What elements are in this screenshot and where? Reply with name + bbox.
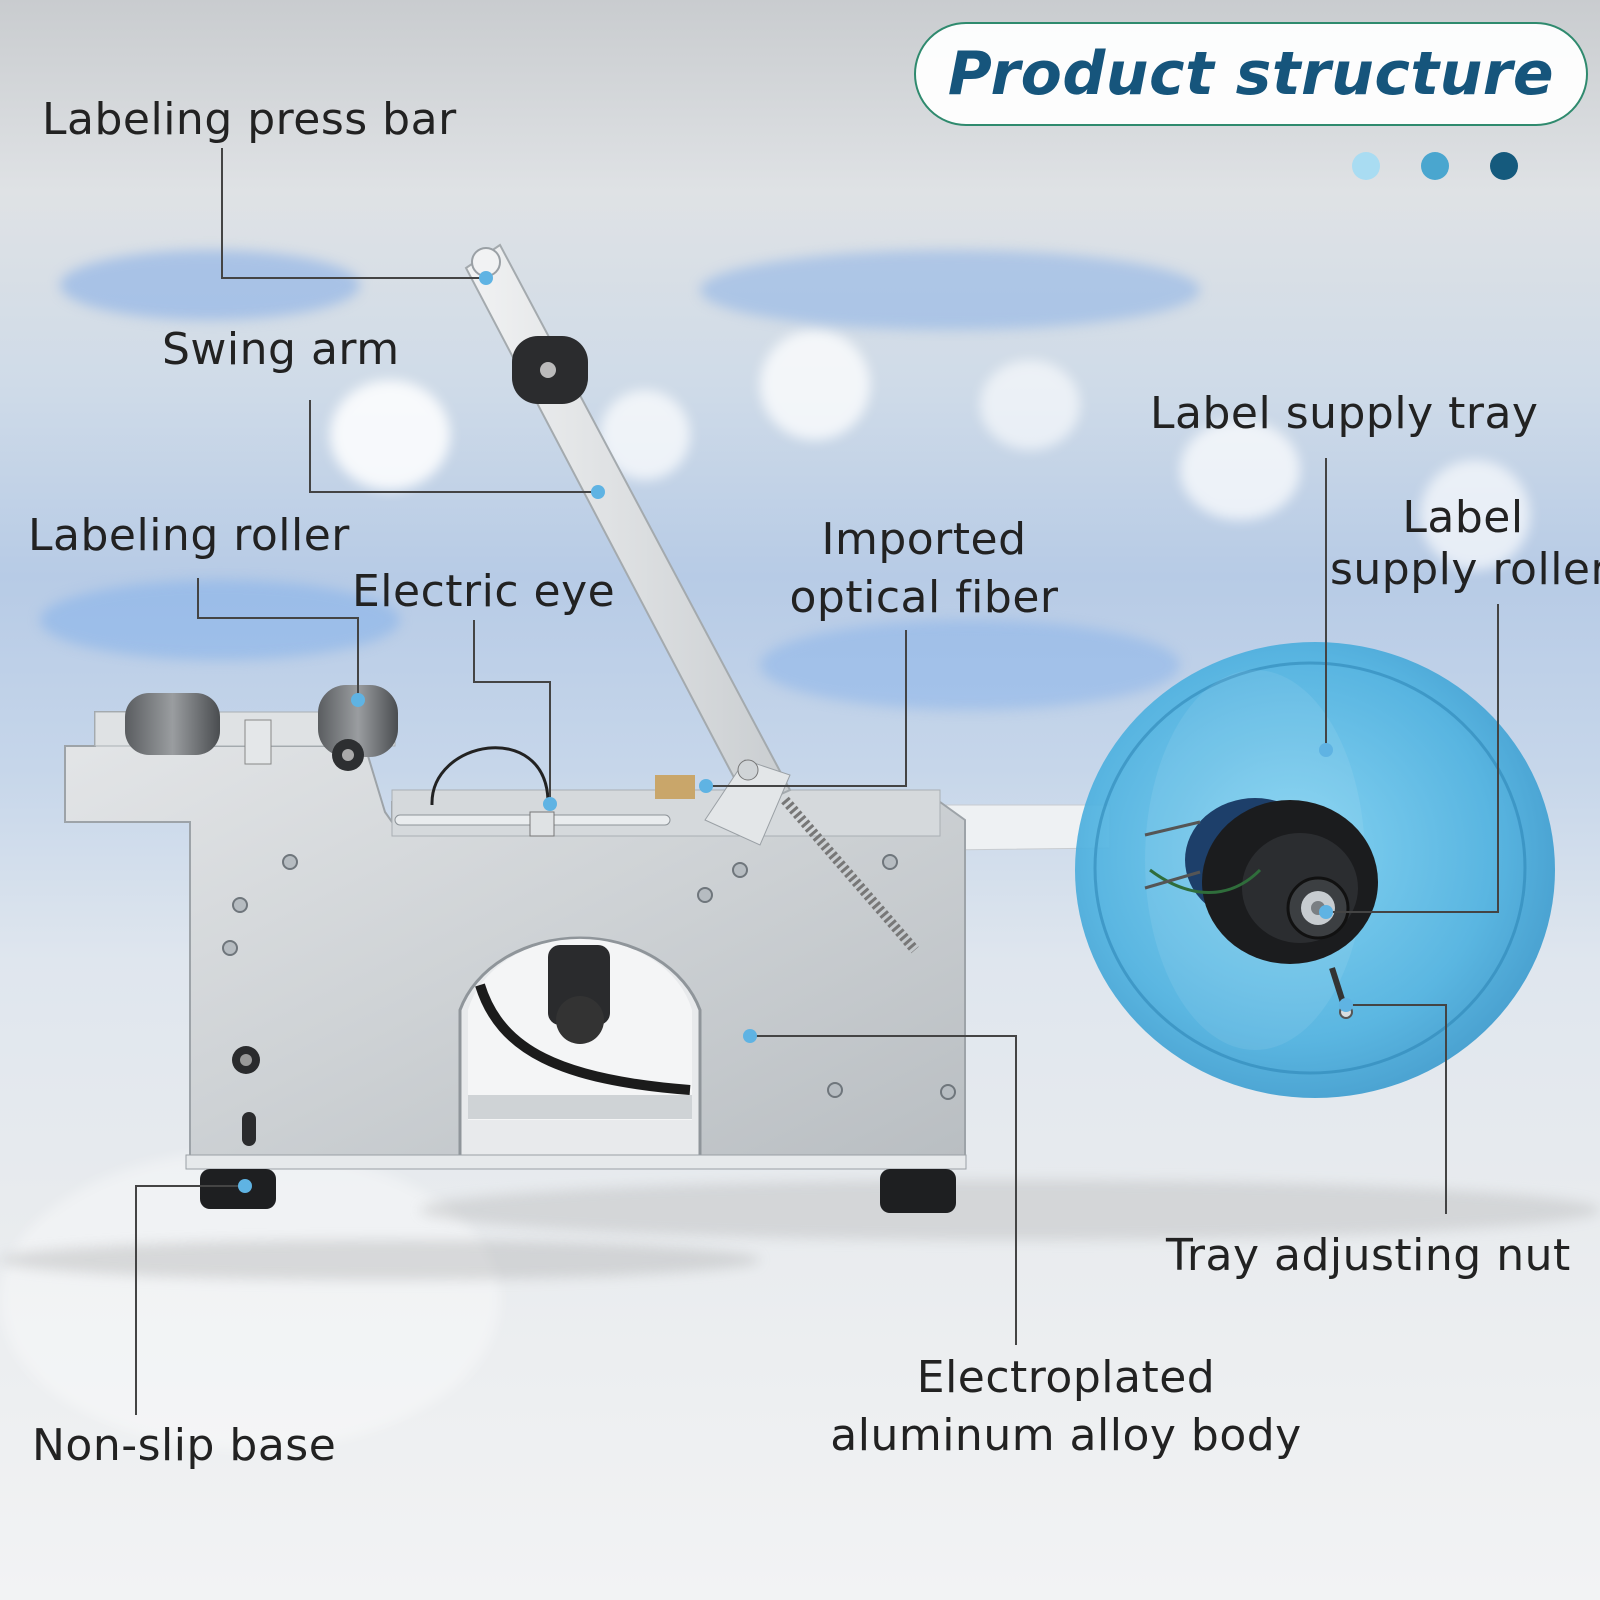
callout-line-electric-eye bbox=[473, 620, 551, 804]
callout-dot-supply-roller bbox=[1319, 905, 1333, 919]
bokeh-light bbox=[330, 380, 450, 490]
label-line: Imported bbox=[821, 514, 1027, 565]
label-label-supply-tray: Label supply tray bbox=[1150, 388, 1539, 439]
callout-dot-body bbox=[743, 1029, 757, 1043]
callout-line-body bbox=[750, 1035, 1017, 1345]
bokeh-blue bbox=[700, 250, 1200, 330]
callout-dot-adjusting-nut bbox=[1339, 998, 1353, 1012]
label-labeling-press-bar: Labeling press bar bbox=[42, 94, 457, 145]
callout-line-adjusting-nut bbox=[1346, 1004, 1447, 1214]
callout-dot-base bbox=[238, 1179, 252, 1193]
labeling-roller bbox=[318, 685, 398, 771]
callout-line-swing-arm bbox=[309, 400, 598, 493]
callout-dot-swing-arm bbox=[591, 485, 605, 499]
title-banner: Product structure bbox=[914, 22, 1588, 126]
label-line: aluminum alloy body bbox=[830, 1410, 1302, 1461]
label-line: Label bbox=[1402, 492, 1524, 543]
optical-fiber-wire bbox=[1149, 868, 1262, 894]
callout-line-labeling-roller bbox=[197, 578, 359, 700]
callout-dot-optical-fiber bbox=[699, 779, 713, 793]
label-tray-adjusting-nut: Tray adjusting nut bbox=[1166, 1230, 1571, 1281]
callout-line-base bbox=[135, 1185, 245, 1415]
callout-dot-electric-eye bbox=[543, 797, 557, 811]
label-electroplated-body: Electroplated aluminum alloy body bbox=[808, 1352, 1324, 1462]
bokeh-blue bbox=[40, 580, 400, 660]
bokeh-blue bbox=[760, 620, 1180, 710]
swing-arm bbox=[464, 243, 792, 846]
bokeh-light bbox=[1180, 420, 1300, 520]
indicator-dot-2 bbox=[1421, 152, 1449, 180]
bokeh-light bbox=[1420, 460, 1530, 570]
callout-line-supply-roller bbox=[1326, 604, 1499, 913]
bokeh-shadow bbox=[420, 1180, 1600, 1240]
bokeh-light bbox=[760, 330, 870, 440]
label-label-supply-roller: Label supply roller bbox=[1330, 492, 1600, 596]
bokeh-blue bbox=[60, 250, 360, 320]
bokeh-shadow bbox=[0, 1240, 760, 1280]
label-swing-arm: Swing arm bbox=[162, 324, 400, 375]
callout-dot-labeling-roller bbox=[351, 693, 365, 707]
callout-line-optical-fiber bbox=[706, 630, 907, 787]
page-title: Product structure bbox=[947, 39, 1555, 109]
bokeh-light bbox=[980, 360, 1080, 450]
label-labeling-roller: Labeling roller bbox=[28, 510, 350, 561]
label-electric-eye: Electric eye bbox=[352, 566, 616, 617]
callout-dot-press-bar bbox=[479, 271, 493, 285]
indicator-dot-1 bbox=[1352, 152, 1380, 180]
callout-line-press-bar bbox=[221, 148, 486, 279]
callout-dot-supply-tray bbox=[1319, 743, 1333, 757]
label-non-slip-base: Non-slip base bbox=[32, 1420, 337, 1471]
label-line: Electroplated bbox=[916, 1352, 1216, 1403]
indicator-dot-3 bbox=[1490, 152, 1518, 180]
label-line: supply roller bbox=[1330, 544, 1600, 595]
label-line: optical fiber bbox=[789, 572, 1059, 623]
guide-roller bbox=[125, 693, 272, 765]
label-imported-optical-fiber: Imported optical fiber bbox=[776, 514, 1072, 624]
